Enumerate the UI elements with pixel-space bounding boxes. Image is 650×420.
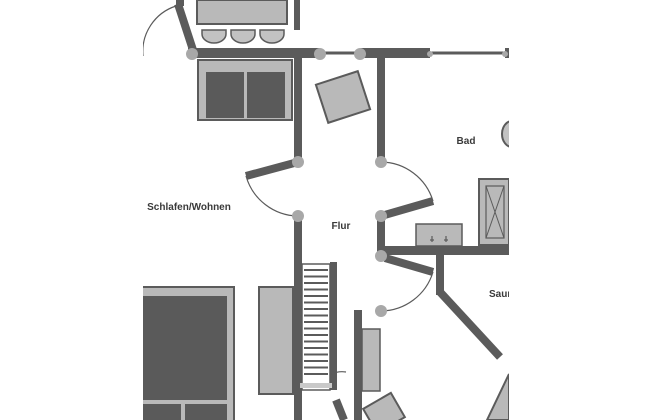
bed (143, 286, 235, 420)
wall-stair-right (330, 262, 337, 390)
cabinet-lower (361, 328, 381, 392)
wall-bath-bottom (385, 246, 509, 255)
vanity (415, 223, 463, 247)
room-label-living: Schlafen/Wohnen (147, 202, 231, 213)
room-label-sauna: Sauna (489, 289, 519, 300)
wall-hall-right-upper (377, 52, 385, 162)
wall-top-middle (360, 48, 430, 58)
chair-lower (361, 391, 407, 420)
wall-hall-right-mid (377, 216, 385, 256)
sauna-bench (485, 373, 509, 420)
door-swing-sauna (380, 271, 434, 312)
walls (176, 0, 509, 420)
dining-table (196, 0, 300, 44)
wall-sauna-left-upper (436, 255, 444, 295)
staircase (300, 263, 332, 391)
room-label-hall: Flur (332, 221, 351, 232)
diagonal-walls (174, 2, 503, 420)
bath-sink (501, 120, 509, 148)
wall-wardrobe-back (176, 0, 184, 6)
wall-nodes (186, 48, 508, 317)
shower-tray (478, 178, 509, 246)
armchair (314, 69, 372, 125)
wall-top-left (188, 48, 320, 58)
door-swing-bath (380, 161, 434, 202)
wall-hall-left-lower (294, 216, 302, 420)
door-swings (143, 5, 434, 385)
dresser (197, 59, 293, 121)
room-label-bath: Bad (457, 136, 476, 147)
wall-hall-left-upper (294, 52, 302, 162)
sideboard (258, 286, 294, 395)
door-swing-living-top (143, 5, 177, 56)
dining-chairs (201, 29, 285, 44)
wall-lower-middle (354, 310, 362, 420)
door-swing-living (245, 175, 299, 217)
